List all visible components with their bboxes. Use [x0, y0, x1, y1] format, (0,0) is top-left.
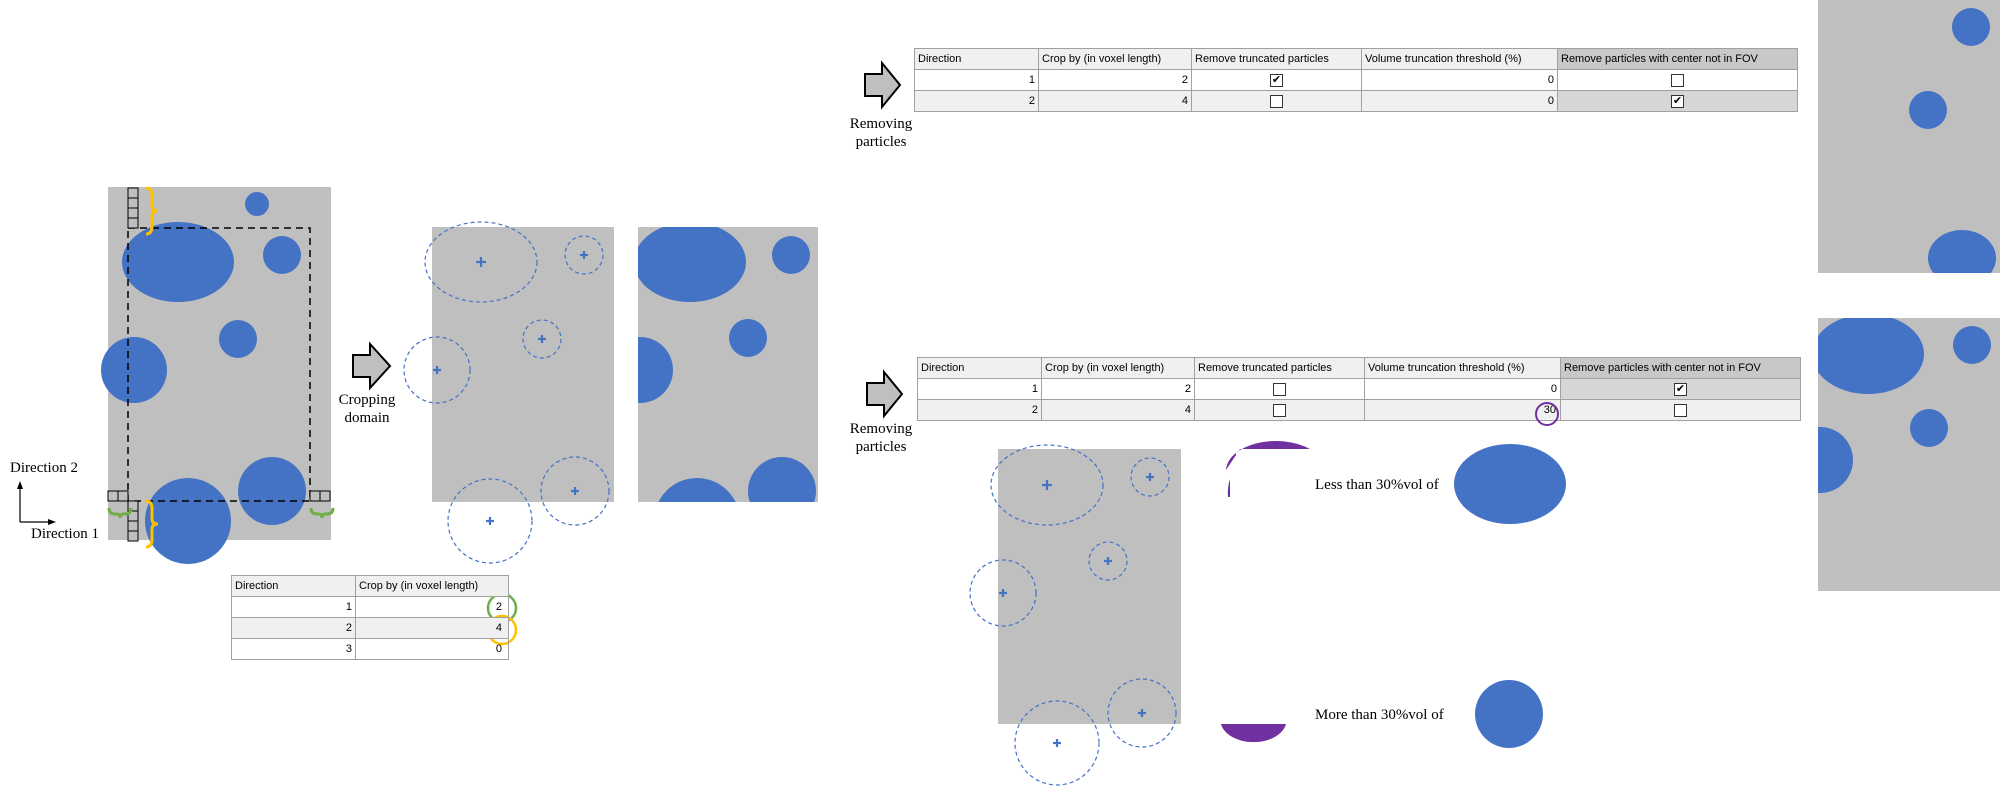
- remove-truncated-checkbox[interactable]: [1273, 382, 1286, 396]
- header-threshold: Volume truncation threshold (%): [1361, 48, 1558, 70]
- remove-truncated-checkbox[interactable]: [1270, 73, 1283, 87]
- cell-threshold[interactable]: 30: [1364, 399, 1561, 421]
- highlight-threshold: [1535, 402, 1559, 426]
- cell-threshold[interactable]: 0: [1361, 90, 1558, 112]
- crop-bracket-dir2-bottom: [145, 499, 159, 549]
- removing-arrow-top: [864, 60, 902, 110]
- table-row: 3 0: [231, 638, 509, 660]
- cropping-arrow: [352, 341, 392, 391]
- remove-center-checkbox[interactable]: [1674, 403, 1687, 417]
- label-direction-2: Direction 2: [10, 460, 78, 476]
- label-more-than: More than 30%vol of: [1315, 707, 1444, 723]
- voxel-ladder-top: [127, 187, 139, 229]
- table-row: 1 2: [231, 596, 509, 618]
- header-threshold: Volume truncation threshold (%): [1364, 357, 1561, 379]
- result-domain-bottom: [1818, 318, 2000, 591]
- remove-truncated-checkbox[interactable]: [1270, 94, 1283, 108]
- remove-center-checkbox[interactable]: [1671, 73, 1684, 87]
- header-direction: Direction: [231, 575, 356, 597]
- table-row: 1 2 0: [914, 69, 1798, 91]
- particle: [101, 337, 167, 403]
- voxel-ladder-bottom: [127, 500, 139, 542]
- cropped-domain-outlined-bottom: [969, 444, 1181, 786]
- voxel-ladder-left: [107, 490, 331, 502]
- particle: [219, 320, 257, 358]
- header-remove-center: Remove particles with center not in FOV: [1557, 48, 1798, 70]
- remove-center-checkbox[interactable]: [1674, 382, 1687, 396]
- crop-table: Direction Crop by (in voxel length) 1 2 …: [231, 575, 509, 660]
- remove-truncated-checkbox[interactable]: [1273, 403, 1286, 417]
- cell-direction: 1: [917, 378, 1042, 400]
- label-cropping-domain: Cropping domain: [338, 392, 396, 426]
- cell-direction: 2: [231, 617, 356, 639]
- original-domain: [101, 187, 331, 564]
- cell-threshold[interactable]: 0: [1361, 69, 1558, 91]
- header-remove-truncated: Remove truncated particles: [1191, 48, 1362, 70]
- cell-threshold[interactable]: 0: [1364, 378, 1561, 400]
- particle: [238, 457, 306, 525]
- removing-arrow-bottom: [866, 369, 904, 419]
- legend-truncated-more: [1221, 680, 1543, 748]
- particle: [145, 478, 231, 564]
- cell-direction: 2: [917, 399, 1042, 421]
- header-remove-center: Remove particles with center not in FOV: [1560, 357, 1801, 379]
- particle: [263, 236, 301, 274]
- cell-direction: 1: [231, 596, 356, 618]
- header-direction: Direction: [914, 48, 1039, 70]
- cropped-domain-outlined: [403, 221, 614, 564]
- header-crop: Crop by (in voxel length): [355, 575, 509, 597]
- table-row: 2 4: [231, 617, 509, 639]
- label-direction-1: Direction 1: [31, 526, 99, 542]
- cell-direction: 2: [914, 90, 1039, 112]
- table-row: 1 2 0: [917, 378, 1801, 400]
- header-direction: Direction: [917, 357, 1042, 379]
- legend-truncated-less: [1226, 440, 1566, 524]
- particle: [245, 192, 269, 216]
- header-remove-truncated: Remove truncated particles: [1194, 357, 1365, 379]
- label-removing-particles-top: Removing particles: [849, 116, 913, 150]
- table-row: 2 4 0: [914, 90, 1798, 112]
- cell-crop[interactable]: 2: [1038, 69, 1192, 91]
- axes-indicator: [17, 481, 56, 525]
- crop-bracket-dir1-right: [309, 507, 335, 519]
- options-table-top: Direction Crop by (in voxel length) Remo…: [914, 48, 1798, 112]
- label-removing-particles-bottom: Removing particles: [849, 421, 913, 455]
- particle: [122, 222, 234, 302]
- header-crop: Crop by (in voxel length): [1041, 357, 1195, 379]
- label-less-than: Less than 30%vol of: [1315, 477, 1439, 493]
- cell-crop[interactable]: 4: [1041, 399, 1195, 421]
- result-domain-top: [1818, 0, 2000, 273]
- table-row: 2 4 30: [917, 399, 1801, 421]
- cell-direction: 3: [231, 638, 356, 660]
- cell-crop[interactable]: 4: [355, 617, 509, 639]
- crop-window: [127, 227, 311, 502]
- remove-center-checkbox[interactable]: [1671, 94, 1684, 108]
- options-table-bottom: Direction Crop by (in voxel length) Remo…: [917, 357, 1801, 421]
- crop-bracket-dir1-left: [107, 507, 133, 519]
- cell-direction: 1: [914, 69, 1039, 91]
- cell-crop[interactable]: 4: [1038, 90, 1192, 112]
- cell-crop[interactable]: 2: [1041, 378, 1195, 400]
- cropped-domain-filled: [638, 227, 818, 502]
- cell-crop[interactable]: 2: [355, 596, 509, 618]
- header-crop: Crop by (in voxel length): [1038, 48, 1192, 70]
- cell-crop[interactable]: 0: [355, 638, 509, 660]
- crop-bracket-dir2-top: [145, 186, 159, 236]
